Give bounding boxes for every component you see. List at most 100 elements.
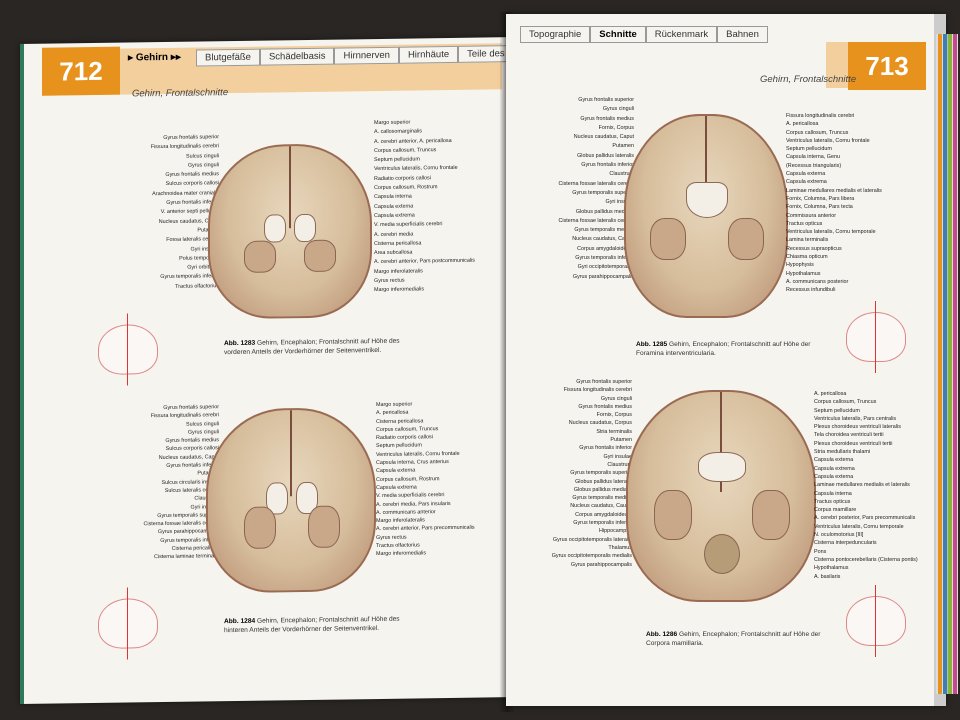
anatomy-label: A. basilaris <box>814 573 841 580</box>
anatomy-label: Gyrus temporalis inferior <box>573 520 632 527</box>
anatomy-label: Cisterna fossae lateralis cerebri <box>558 217 634 224</box>
anatomy-label: Tractus opticus <box>786 220 823 227</box>
anatomy-label: Gyrus parahippocampalis <box>570 561 632 568</box>
caption-number: Abb. 1283 <box>224 339 256 348</box>
lateral-ventricles <box>698 452 746 482</box>
tab-blutgefaesse[interactable]: Blutgefäße <box>196 48 260 67</box>
tab-topographie[interactable]: Topographie <box>520 26 591 43</box>
anatomy-label: Stria medullaris thalami <box>814 449 871 456</box>
anatomy-label: Ventriculus lateralis, Cornu frontale <box>786 137 870 144</box>
tab-hirnnerven[interactable]: Hirnnerven <box>334 46 399 65</box>
caption-text: Gehirn, Encephalon; Frontalschnitt auf H… <box>636 341 811 357</box>
anatomy-label: Laminae medullares medialis et lateralis <box>786 187 882 194</box>
edge-stripe <box>943 34 947 694</box>
anatomy-label: Gyrus temporalis medius <box>572 495 632 502</box>
running-title: Gehirn, Frontalschnitte <box>132 87 229 100</box>
anatomy-label: Corpus callosum, Truncus <box>786 129 849 136</box>
caudate-right <box>304 239 336 273</box>
anatomy-label: Gyrus temporalis medius <box>574 227 634 234</box>
edge-stripe <box>938 34 942 694</box>
right-page: Topographie Schnitte Rückenmark Bahnen 7… <box>506 14 946 706</box>
brain-section-1285 <box>624 114 788 318</box>
tab-schaedelbasis[interactable]: Schädelbasis <box>259 47 335 66</box>
anatomy-label: Commissura anterior <box>786 212 837 219</box>
lateral-ventricles <box>686 182 728 218</box>
anatomy-label: Nucleus caudatus, Corpus <box>568 420 632 427</box>
longitudinal-fissure <box>290 410 292 497</box>
anatomy-label: Tela choroidea ventriculi tertii <box>814 432 884 439</box>
orientation-diagram-1285 <box>846 301 906 373</box>
lentiform-right <box>752 490 790 540</box>
caption-number: Abb. 1285 <box>636 341 668 348</box>
anatomy-label: Cisterna fossae lateralis cerebri <box>558 180 634 187</box>
anatomy-label: Stria terminalis <box>596 428 632 435</box>
anatomy-label: Claustrum <box>607 461 632 468</box>
chapter-tabs: Topographie Schnitte Rückenmark Bahnen <box>520 26 768 43</box>
anatomy-label: Globus pallidus lateralis <box>577 152 634 159</box>
anatomy-label: Tractus olfactorius <box>175 282 219 290</box>
lentiform-left <box>244 506 276 549</box>
longitudinal-fissure <box>705 116 707 212</box>
anatomy-label: Capsula externa <box>814 457 854 464</box>
anatomy-label: Corpus amygdaloideum <box>575 511 632 518</box>
anatomy-label: Nucleus caudatus, Cauda <box>570 503 632 510</box>
anatomy-label: Gyrus temporalis superior <box>572 189 634 196</box>
caption-number: Abb. 1286 <box>646 631 678 638</box>
caption-text: Gehirn, Encephalon; Frontalschnitt auf H… <box>646 631 821 647</box>
section-plane-line <box>127 313 128 386</box>
anatomy-label: Margo inferomedialis <box>376 550 427 558</box>
section-plane-line <box>875 301 876 373</box>
caption-1284: Abb. 1284 Gehirn, Encephalon; Frontalsch… <box>224 614 424 635</box>
anatomy-label: Capsula extrema <box>786 179 827 186</box>
page-number: 712 <box>42 46 120 96</box>
anatomy-label: Gyrus frontalis medius <box>578 403 632 410</box>
anatomy-label: Corpus callosum, Truncus <box>814 399 877 406</box>
anatomy-label: Corpus amygdaloideum <box>577 245 634 252</box>
left-ventricle <box>264 214 286 243</box>
anatomy-label: Fissura longitudinalis cerebri <box>786 113 855 119</box>
longitudinal-fissure <box>720 392 722 492</box>
anatomy-label: Hippocampus <box>599 528 632 535</box>
anatomy-label: Plexus choroideus ventriculi lateralis <box>814 424 901 431</box>
anatomy-label: Gyrus cinguli <box>600 395 632 402</box>
anatomy-label: Gyrus temporalis inferior <box>575 255 634 262</box>
anatomy-label: A. pericallosa <box>786 121 819 128</box>
anatomy-label: Lamina terminalis <box>786 237 829 244</box>
anatomy-label: Putamen <box>612 143 634 150</box>
page-number: 713 <box>848 42 926 90</box>
anatomy-label: A. pericallosa <box>814 391 847 397</box>
caption-1283: Abb. 1283 Gehirn, Encephalon; Frontalsch… <box>224 336 424 357</box>
tab-rueckenmark[interactable]: Rückenmark <box>645 26 718 43</box>
section-plane-line <box>875 585 876 657</box>
lentiform-left <box>650 218 686 260</box>
anatomy-label: Septum pellucidum <box>786 146 832 153</box>
section-plane-line <box>127 587 128 660</box>
anatomy-label: Gyri insulae <box>603 453 632 460</box>
anatomy-label: Hypothalamus <box>814 565 849 572</box>
anatomy-label: Gyrus occipitotemporalis medialis <box>551 553 632 560</box>
anatomy-label: Margo inferomedialis <box>374 286 425 294</box>
running-title: Gehirn, Frontalschnitte <box>760 74 857 85</box>
anatomy-label: Gyrus frontalis superior <box>576 379 632 385</box>
tab-schnitte[interactable]: Schnitte <box>590 26 646 43</box>
right-ventricle <box>294 213 316 243</box>
page-edges <box>936 34 958 694</box>
orientation-diagram-1283 <box>98 313 158 386</box>
anatomy-label: Gyrus occipitotemporalis lateralis <box>552 536 632 543</box>
anatomy-label: Ventriculus lateralis, Pars centralis <box>814 415 897 422</box>
pons <box>704 534 740 574</box>
anatomy-label: Chiasma opticum <box>786 254 828 261</box>
anatomy-label: Corpus mamillare <box>814 507 857 514</box>
figure-1285-labels-right: Fissura longitudinalis cerebri A. perical… <box>786 112 906 295</box>
anatomy-label: Fissura longitudinalis cerebri <box>563 387 632 394</box>
anatomy-label: Thalamus <box>608 544 632 551</box>
tab-hirnhaeute[interactable]: Hirnhäute <box>398 45 459 64</box>
lentiform-right <box>308 505 340 548</box>
anatomy-label: Cisterna laminae terminalis <box>153 553 219 561</box>
tab-bahnen[interactable]: Bahnen <box>717 26 768 43</box>
edge-stripe <box>948 34 952 694</box>
